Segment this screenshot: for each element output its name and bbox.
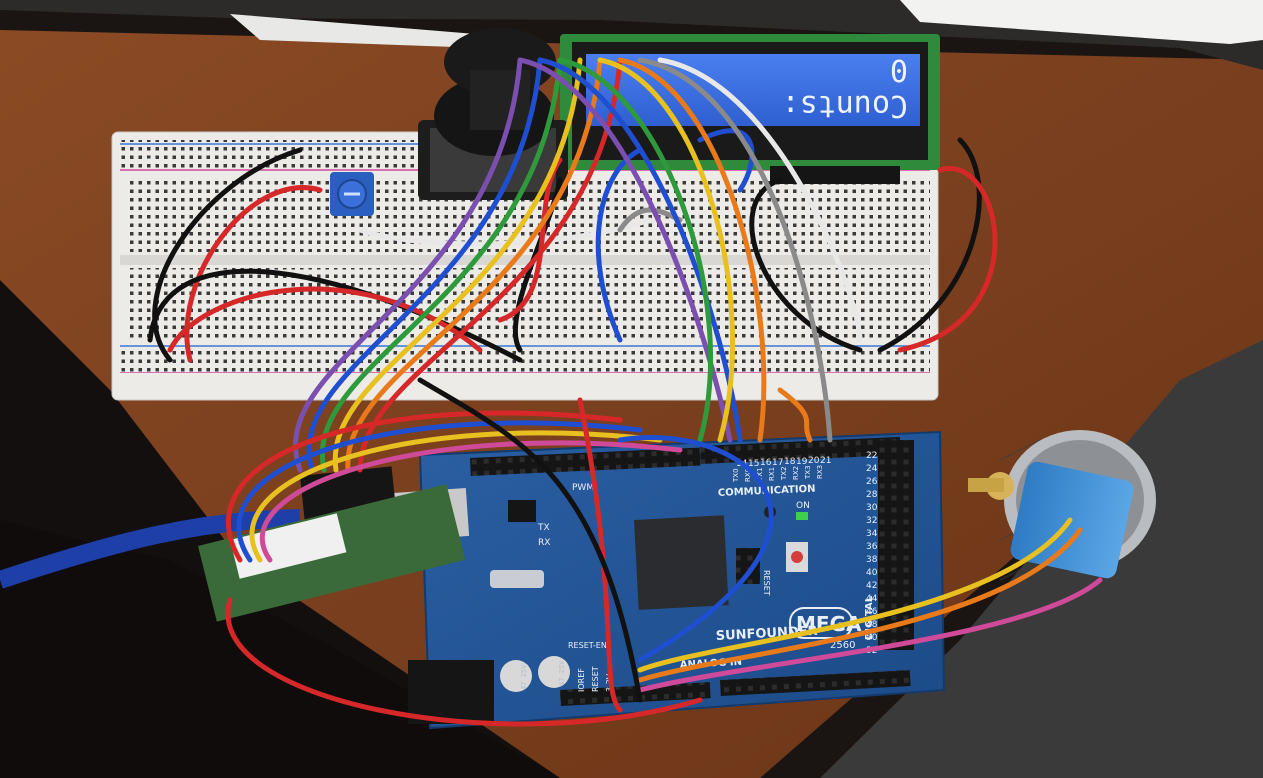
digital-pin-number: 22 [866,451,877,461]
reset-label: RESET [762,570,771,596]
digital-pin-number: 26 [866,477,878,487]
comm-pin-label: TX0 [732,468,740,483]
stepper-driver-board [198,484,466,622]
digital-pin-number: 24 [866,464,878,474]
on-label: ON [796,501,810,511]
lcd-module: 0 Counts: [560,34,940,184]
comm-pin-number: 17 [772,458,783,468]
digital-pin-number: 34 [866,529,878,539]
jumper-wires-front [225,57,1103,727]
reset-en-label: RESET-EN [568,641,607,650]
comm-pin-label: TX2 [780,466,788,481]
arduino-mega-board: PWM COMMUNICATION ON TX RX RESET SUNFOUN… [408,430,946,730]
comm-pin-label: TX1 [756,467,764,482]
digital-pin-number: 50 [866,633,878,643]
comm-pin-labels: TX0 RX0 TX1 RX1 TX2 RX2 TX3 RX3 [732,465,824,483]
reset-pin-label: RESET [591,666,600,692]
digital-pin-number: 42 [866,581,877,591]
rx-label: RX [538,538,550,548]
comm-pin-label: TX3 [804,465,812,480]
comm-pin-label: RX0 [744,468,752,482]
comm-pin-label: RX3 [816,465,824,479]
lcd-line-1: 0 [890,52,908,87]
comm-pin-label: RX1 [768,467,776,481]
digital-pin-number: 36 [866,542,878,552]
digital-pin-number: 44 [866,594,878,604]
brand-label: SUNFOUNDER [715,624,818,644]
pwm-label: PWM [572,483,594,493]
comm-pin-number: 21 [820,456,831,466]
digital-pin-number: 28 [866,490,878,500]
digital-pin-number: 48 [866,620,878,630]
digital-pin-number: 46 [866,607,878,617]
comm-pin-number: 15 [748,459,759,469]
comm-pin-label: RX2 [792,466,800,480]
digital-pin-number: 32 [866,516,877,526]
comm-pin-number: 19 [796,457,808,467]
comm-pin-number: 20 [808,456,820,466]
capacitor-2-label: 47 25V [558,660,566,686]
potentiometer [330,172,374,216]
svg-text:+: + [146,152,156,166]
comm-pin-number: 16 [760,458,772,468]
tx-label: TX [537,523,550,533]
capacitor-1-label: 47 25V [520,664,528,690]
model-number: 2560 [830,640,855,651]
lcd-line-2: Counts: [782,88,908,123]
svg-text:+: + [146,359,156,373]
comm-pin-number: 18 [784,457,796,467]
ioref-label: IOREF [577,668,586,692]
digital-pin-number: 38 [866,555,878,565]
digital-pin-number: 40 [866,568,878,578]
digital-pin-number: 30 [866,503,878,513]
